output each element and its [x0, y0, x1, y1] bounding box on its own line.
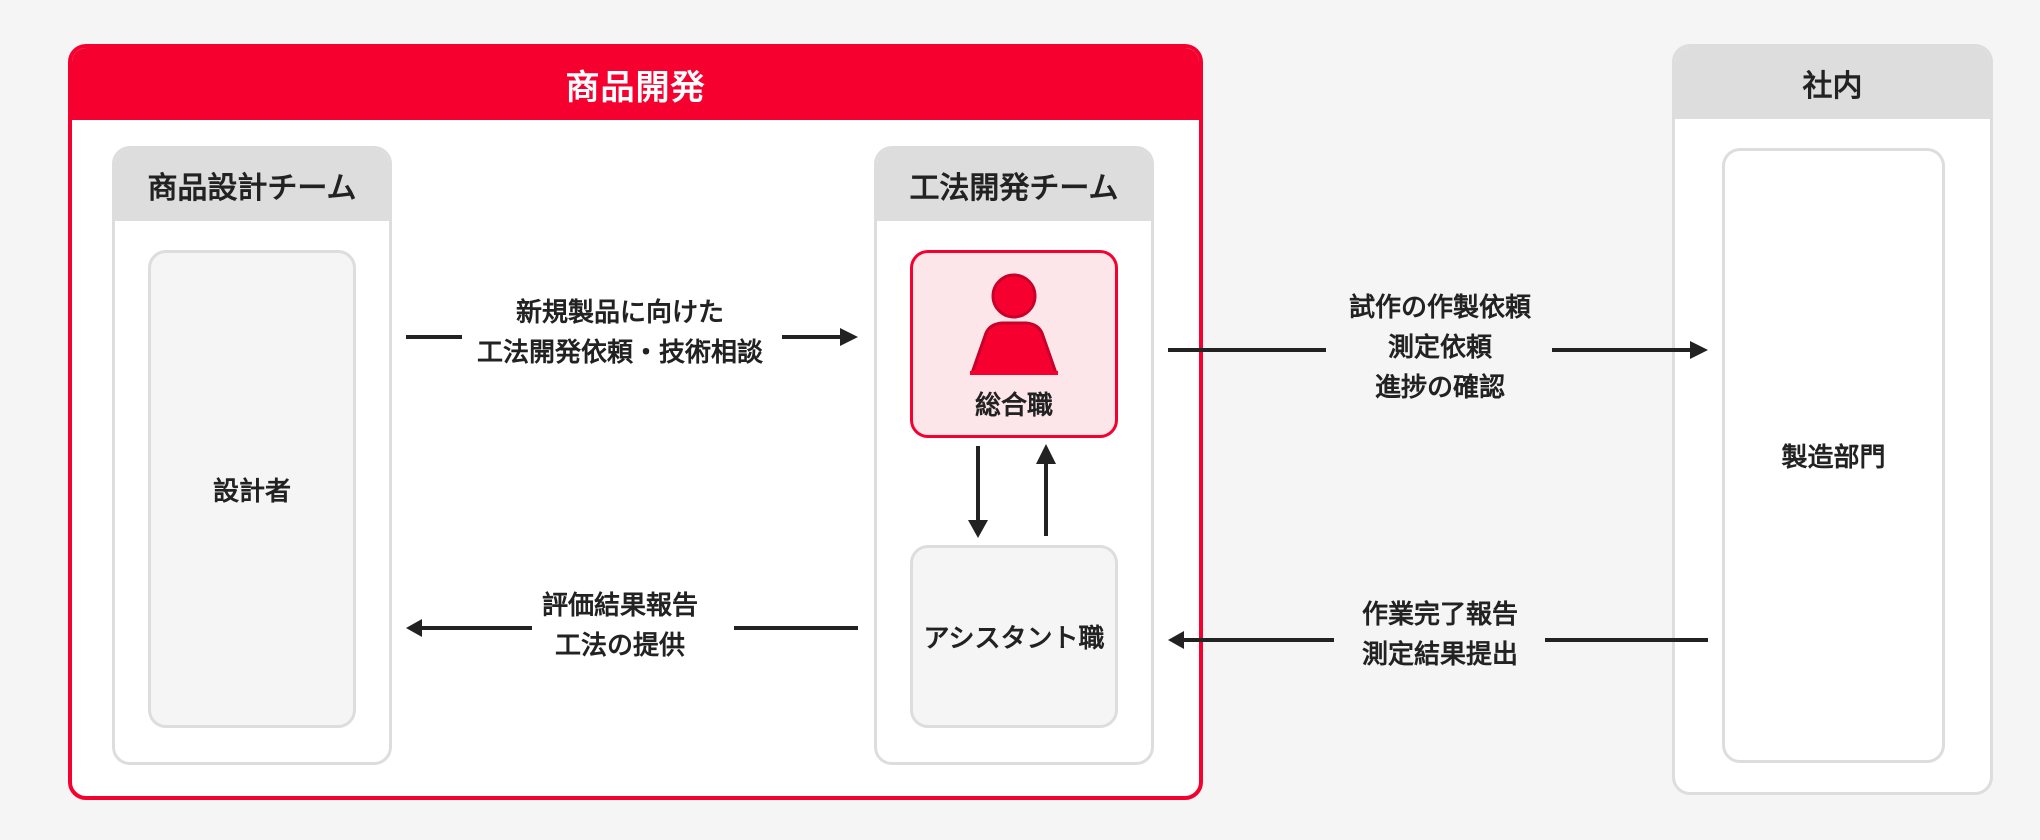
flow-label-line: 測定依頼: [1387, 333, 1492, 363]
flow-label-line: 評価結果報告: [541, 591, 698, 621]
flow-label-line: 工法の提供: [554, 631, 685, 661]
role-manufacturing-dept-label: 製造部門: [1781, 443, 1886, 473]
flow-label-line: 測定結果提出: [1361, 640, 1518, 670]
role-general-staff-label: 総合職: [974, 391, 1053, 421]
group-product-development-title: 商品開発: [72, 48, 1199, 120]
flow-label-line: 作業完了報告: [1361, 600, 1518, 630]
role-manufacturing-dept: 製造部門: [1722, 148, 1945, 763]
flow-label-line: 新規製品に向けた: [515, 298, 724, 328]
flow-label-general-to-factory: 試作の作製依頼 測定依頼 進捗の確認: [1330, 288, 1550, 408]
role-designer: 設計者: [148, 250, 356, 728]
flow-label-line: 試作の作製依頼: [1348, 293, 1531, 323]
role-assistant-label: アシスタント職: [923, 624, 1105, 654]
flow-label-line: 工法開発依頼・技術相談: [476, 338, 763, 368]
flow-label-line: 進捗の確認: [1374, 373, 1505, 403]
role-general-staff: 総合職: [910, 250, 1118, 438]
team-method-development-title: 工法開発チーム: [877, 149, 1151, 221]
flow-label-method-to-design: 評価結果報告 工法の提供: [520, 586, 720, 666]
role-assistant: アシスタント職: [910, 545, 1118, 728]
flow-label-design-to-method: 新規製品に向けた 工法開発依頼・技術相談: [470, 293, 770, 373]
team-product-design-title: 商品設計チーム: [115, 149, 389, 221]
group-internal-title: 社内: [1675, 47, 1990, 119]
person-icon: [970, 273, 1058, 375]
role-designer-label: 設計者: [212, 476, 291, 507]
flow-label-factory-to-assistant: 作業完了報告 測定結果提出: [1340, 595, 1540, 675]
